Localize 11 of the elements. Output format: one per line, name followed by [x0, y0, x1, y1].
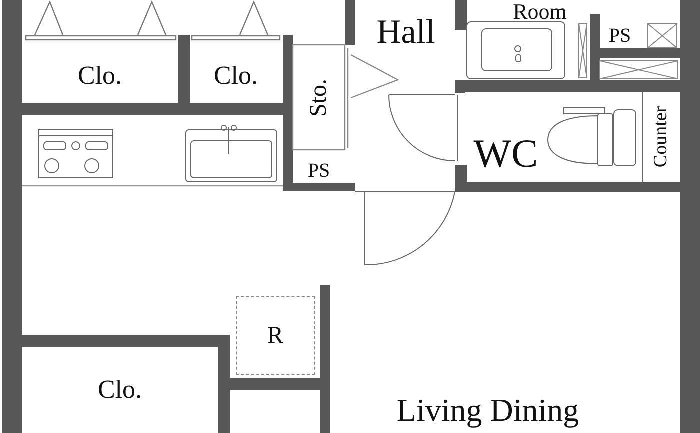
room-label: Living Dining: [396, 394, 580, 426]
room-label: Sto.: [307, 79, 331, 117]
dashed-area: [236, 296, 315, 375]
area-label: R: [267, 324, 284, 348]
room-label: Counter: [652, 106, 670, 168]
room-label: Clo.: [98, 377, 142, 403]
room-label: Clo.: [78, 63, 122, 89]
room-label: Room: [513, 1, 567, 23]
room-label: Hall: [376, 16, 436, 50]
room-label: WC: [474, 134, 538, 174]
room-label: Clo.: [214, 63, 258, 89]
